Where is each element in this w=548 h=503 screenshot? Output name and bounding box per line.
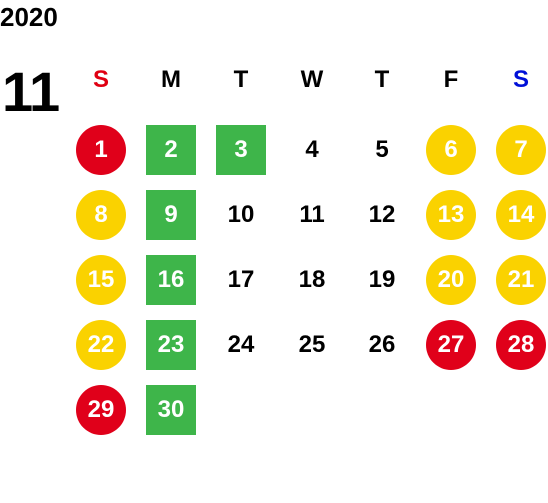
day-cell-10: 10 [227, 201, 255, 228]
day-cell-19: 19 [368, 266, 396, 293]
day-cell-24: 24 [227, 331, 255, 358]
day-cell-2: 2 [146, 125, 196, 175]
day-cell-23: 23 [146, 320, 196, 370]
day-cell-20: 20 [426, 255, 476, 305]
month-number: 11 [2, 60, 60, 123]
weekday-header-friday: F [443, 66, 459, 93]
day-cell-11: 11 [299, 201, 325, 228]
day-cell-30: 30 [146, 385, 196, 435]
day-cell-4: 4 [305, 136, 319, 163]
weekday-header-wednesday: W [300, 66, 324, 93]
day-cell-25: 25 [298, 331, 326, 358]
weekday-header-sunday: S [92, 66, 109, 93]
day-cell-1: 1 [76, 125, 126, 175]
day-cell-14: 14 [496, 190, 546, 240]
day-cell-7: 7 [496, 125, 546, 175]
weekday-header-thursday: T [374, 66, 390, 93]
year-label: 2020 [0, 2, 58, 32]
day-cell-6: 6 [426, 125, 476, 175]
day-cell-27: 27 [426, 320, 476, 370]
day-cell-12: 12 [368, 201, 396, 228]
weekday-header-monday: M [161, 66, 181, 93]
day-cell-15: 15 [76, 255, 126, 305]
day-cell-13: 13 [426, 190, 476, 240]
day-cell-16: 16 [146, 255, 196, 305]
weekday-header-saturday: S [512, 66, 529, 93]
weekday-header-tuesday: T [233, 66, 249, 93]
day-cell-9: 9 [146, 190, 196, 240]
day-cell-8: 8 [76, 190, 126, 240]
day-cell-21: 21 [496, 255, 546, 305]
day-cell-5: 5 [375, 136, 389, 163]
day-cell-28: 28 [496, 320, 546, 370]
day-cell-17: 17 [227, 266, 255, 293]
day-cell-22: 22 [76, 320, 126, 370]
day-cell-18: 18 [298, 266, 326, 293]
day-cell-29: 29 [76, 385, 126, 435]
day-cell-26: 26 [368, 331, 396, 358]
day-cell-3: 3 [216, 125, 266, 175]
